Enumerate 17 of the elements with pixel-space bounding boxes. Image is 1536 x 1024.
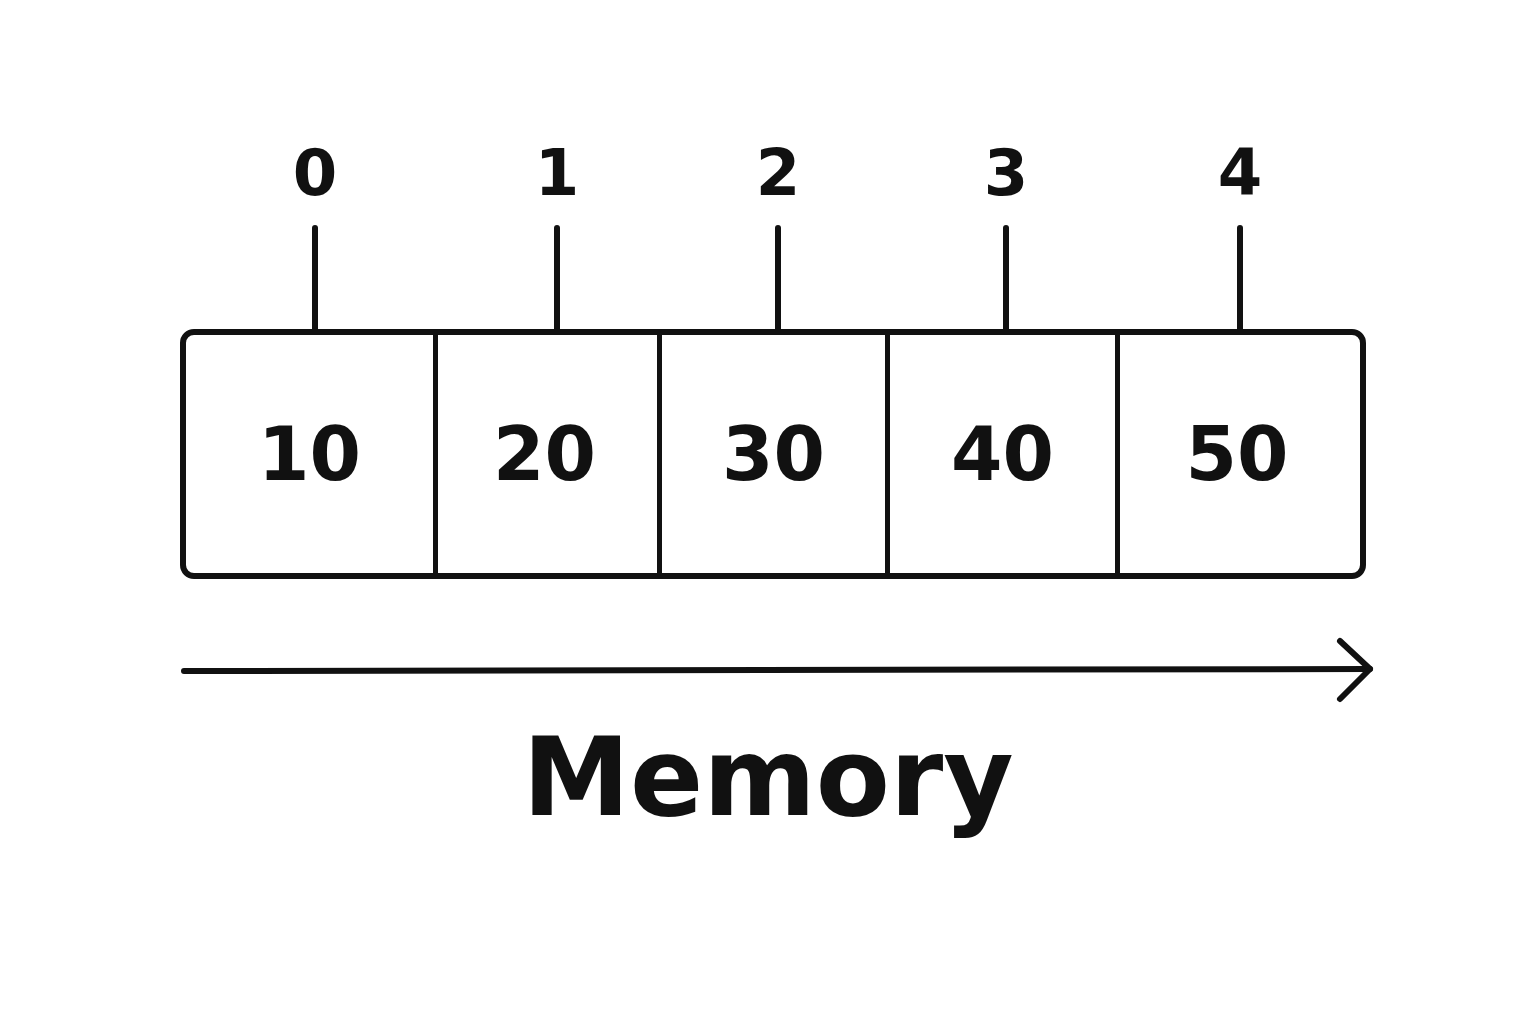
cell-value: 30 — [722, 411, 825, 497]
leader-line — [1237, 225, 1243, 332]
array-box — [180, 329, 1366, 579]
cell-value: 10 — [258, 411, 361, 497]
index-number: 0 — [275, 140, 355, 206]
index-number: 3 — [966, 140, 1046, 206]
cell-value: 40 — [951, 411, 1054, 497]
cell-value: 20 — [493, 411, 596, 497]
index-number: 2 — [738, 140, 818, 206]
axis-label: Memory — [522, 715, 1014, 840]
index-number: 1 — [517, 140, 597, 206]
cell-value: 50 — [1185, 411, 1289, 497]
leader-line — [1003, 225, 1009, 332]
leader-line — [775, 225, 781, 332]
leader-line — [312, 225, 318, 332]
leader-line — [554, 225, 560, 332]
index-number: 4 — [1200, 140, 1280, 206]
